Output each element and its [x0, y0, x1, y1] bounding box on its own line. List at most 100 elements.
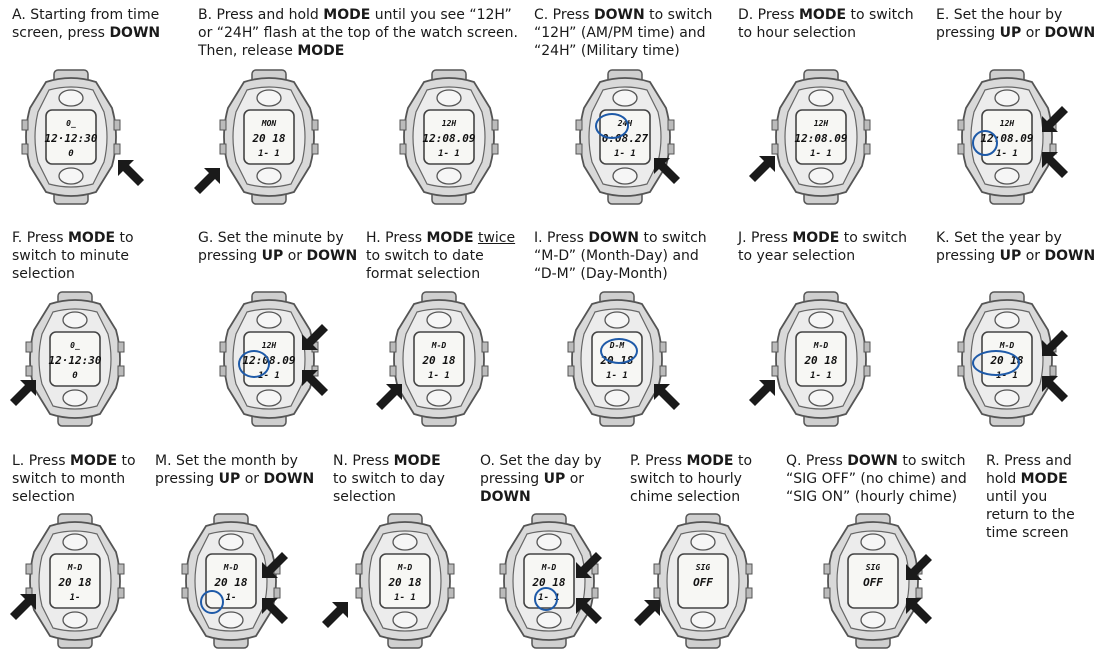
caption-text: or: [1021, 25, 1045, 41]
lcd-line-3: 0: [68, 149, 74, 159]
lcd-line-1: M-D: [431, 341, 447, 350]
pointer-arrow-icon: [650, 380, 684, 414]
caption-text: to switch to date format selection: [366, 248, 484, 282]
lcd-line-2: 20 18: [387, 576, 421, 589]
button-name: UP: [218, 471, 241, 487]
lcd-line-1: 12H: [262, 341, 277, 350]
caption-text: G. Set the minute by pressing: [198, 230, 344, 264]
caption-text: I. Press: [534, 230, 589, 246]
caption-text: to switch to year selection: [738, 230, 908, 264]
lcd-line-2: OFF: [693, 576, 713, 589]
button-name: UP: [999, 248, 1022, 264]
caption-text: J. Press: [738, 230, 793, 246]
pointer-arrow-icon: [630, 596, 664, 630]
step-caption: L. Press MODE to switch to month selecti…: [12, 452, 162, 506]
button-name: MODE: [70, 453, 118, 469]
caption-text: or: [569, 471, 585, 487]
lcd-line-1: SIG: [696, 563, 711, 572]
lcd-line-2: 12:08.09: [795, 132, 848, 145]
button-name: DOWN: [480, 489, 531, 505]
pointer-arrow-icon: [1038, 102, 1072, 136]
lcd-line-1: 12H: [442, 119, 457, 128]
caption-text: until you see “12H” or “24H” flash at th…: [198, 7, 518, 59]
pointer-arrow-icon: [318, 598, 352, 632]
step-caption: O. Set the day by pressing UP or DOWN: [480, 452, 620, 506]
pointer-arrow-icon: [1038, 326, 1072, 360]
button-name: DOWN: [1044, 248, 1096, 264]
lcd-line-3: 1-: [70, 593, 81, 603]
button-name: MODE: [297, 43, 345, 59]
lcd-line-3: 1- 1: [428, 371, 450, 381]
lcd-line-3: 1- 1: [438, 149, 460, 159]
caption-text: A. Starting from time screen, press: [12, 7, 160, 41]
caption-text: to switch “12H” (AM/PM time) and “24H” (…: [534, 7, 713, 59]
lcd-line-2: 20 18: [421, 354, 455, 367]
step-caption: E. Set the hour by pressing UP or DOWN: [936, 6, 1106, 42]
watch-illustration: 0_ 12·12:30 0: [16, 68, 126, 206]
pointer-arrow-icon: [298, 366, 332, 400]
lcd-line-1: M-D: [999, 341, 1015, 350]
caption-text: to switch to day selection: [333, 471, 445, 505]
lcd-line-2: 20 18: [531, 576, 565, 589]
caption-text: to switch “SIG OFF” (no chime) and “SIG …: [786, 453, 967, 505]
caption-text: to switch to month selection: [12, 453, 136, 505]
step-caption: D. Press MODE to switch to hour selectio…: [738, 6, 928, 42]
lcd-line-1: SIG: [866, 563, 881, 572]
pointer-arrow-icon: [258, 548, 292, 582]
pointer-arrow-icon: [1038, 372, 1072, 406]
lcd-line-2: 20 18: [57, 576, 91, 589]
pointer-arrow-icon: [902, 594, 936, 628]
highlight-circle: [972, 350, 1020, 376]
highlight-circle: [200, 590, 224, 614]
lcd-line-1: 0_: [66, 119, 76, 128]
button-name: DOWN: [588, 230, 640, 246]
caption-text: to switch to minute selection: [12, 230, 134, 282]
watch-illustration: SIG OFF: [818, 512, 928, 650]
lcd-line-1: M-D: [397, 563, 413, 572]
lcd-line-3: 0: [72, 371, 78, 381]
step-caption: A. Starting from time screen, press DOWN: [12, 6, 192, 42]
caption-text: or: [240, 471, 264, 487]
lcd-line-2: 20 18: [251, 132, 285, 145]
lcd-line-3: 1- 1: [258, 371, 280, 381]
button-name: UP: [543, 471, 566, 487]
highlight-circle: [600, 338, 638, 364]
watch-illustration: 12H 12:08.09 1- 1: [766, 68, 876, 206]
watch-illustration: M-D 20 18 1- 1: [766, 290, 876, 428]
caption-text: N. Press: [333, 453, 394, 469]
lcd-line-1: MON: [261, 119, 277, 128]
pointer-arrow-icon: [258, 594, 292, 628]
lcd-line-1: M-D: [541, 563, 557, 572]
lcd-line-3: 1- 1: [606, 371, 628, 381]
caption-text: B. Press and hold: [198, 7, 324, 23]
caption-text: to switch to hourly chime selection: [630, 453, 753, 505]
watch-illustration: M-D 20 18 1- 1: [384, 290, 494, 428]
watch-illustration: M-D 20 18 1- 1: [350, 512, 460, 650]
lcd-line-3: 1- 1: [810, 371, 832, 381]
button-name: DOWN: [109, 25, 161, 41]
step-caption: B. Press and hold MODE until you see “12…: [198, 6, 518, 60]
lcd-line-2: 20 18: [213, 576, 247, 589]
watch-illustration: 24H 0:08.27 1- 1: [570, 68, 680, 206]
lcd-line-3: 1- 1: [258, 149, 280, 159]
step-caption: M. Set the month by pressing UP or DOWN: [155, 452, 325, 488]
button-name: DOWN: [847, 453, 898, 469]
lcd-line-2: 20 18: [803, 354, 837, 367]
caption-text: M. Set the month by pressing: [155, 453, 298, 487]
lcd-line-2: 12·12:30: [49, 354, 102, 367]
button-name: DOWN: [593, 7, 645, 23]
step-caption: I. Press DOWN to switch “M-D” (Month-Day…: [534, 229, 724, 283]
watch-illustration: SIG OFF: [648, 512, 758, 650]
lcd-line-3: 1- 1: [810, 149, 832, 159]
step-caption: Q. Press DOWN to switch “SIG OFF” (no ch…: [786, 452, 976, 506]
button-name: UP: [999, 25, 1022, 41]
lcd-line-1: M-D: [223, 563, 239, 572]
pointer-arrow-icon: [190, 164, 224, 198]
pointer-arrow-icon: [114, 156, 148, 190]
caption-text: L. Press: [12, 453, 70, 469]
pointer-arrow-icon: [298, 320, 332, 354]
lcd-line-3: 1- 1: [996, 149, 1018, 159]
button-name: DOWN: [1044, 25, 1096, 41]
caption-text: or: [1021, 248, 1045, 264]
pointer-arrow-icon: [650, 154, 684, 188]
